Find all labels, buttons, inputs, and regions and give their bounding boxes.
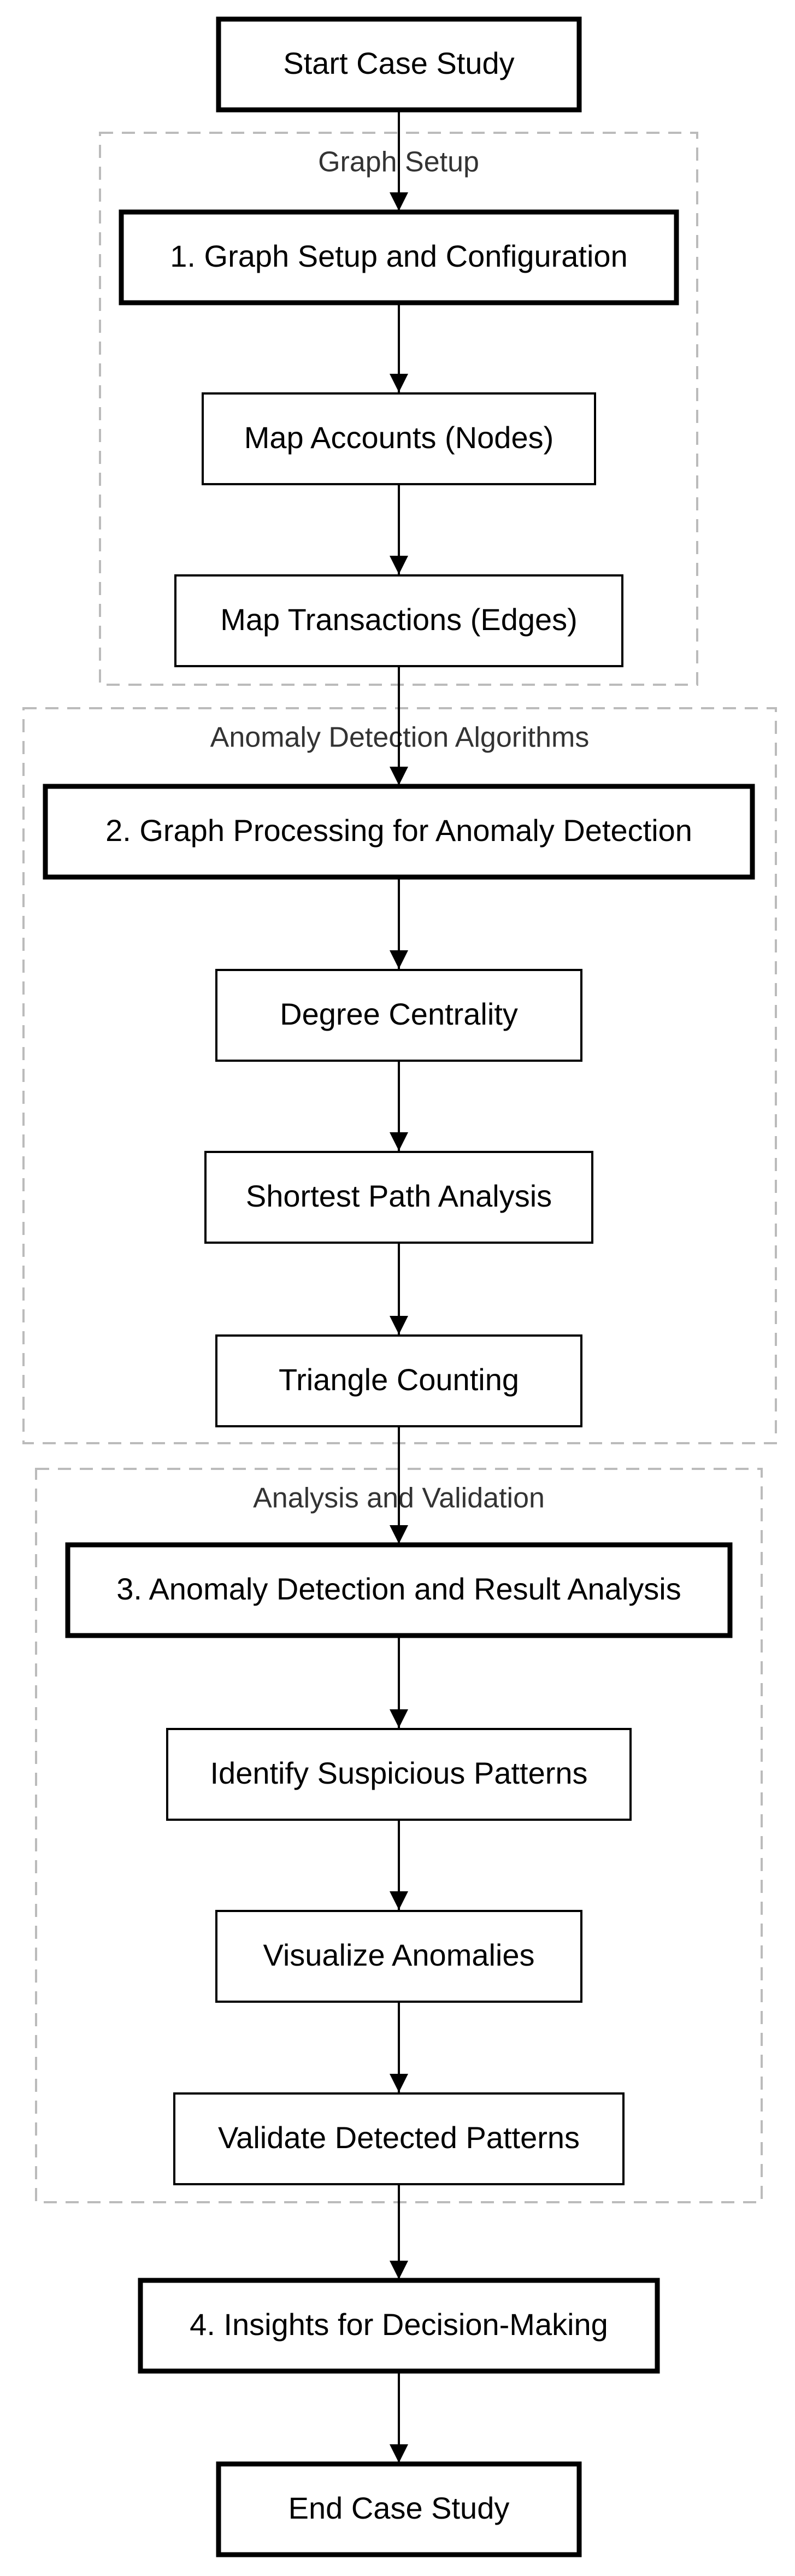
node-box bbox=[215, 969, 582, 1062]
node-label: Map Transactions (Edges) bbox=[220, 602, 578, 637]
node-triangle: Triangle Counting bbox=[215, 1334, 582, 1427]
node-degree: Degree Centrality bbox=[215, 969, 582, 1062]
node-identify: Identify Suspicious Patterns bbox=[166, 1728, 632, 1821]
node-box bbox=[215, 1910, 582, 2003]
node-box bbox=[43, 784, 755, 880]
node-label: Visualize Anomalies bbox=[263, 1938, 534, 1972]
node-label: Triangle Counting bbox=[279, 1362, 519, 1397]
node-map_accounts: Map Accounts (Nodes) bbox=[202, 392, 596, 485]
node-label: 3. Anomaly Detection and Result Analysis bbox=[116, 1572, 681, 1606]
node-label: 2. Graph Processing for Anomaly Detectio… bbox=[105, 813, 692, 848]
node-box bbox=[202, 392, 596, 485]
node-box bbox=[65, 1542, 733, 1638]
node-box bbox=[216, 16, 582, 113]
node-shortest: Shortest Path Analysis bbox=[204, 1151, 593, 1244]
node-label: Identify Suspicious Patterns bbox=[210, 1756, 587, 1790]
node-box bbox=[166, 1728, 632, 1821]
node-box bbox=[119, 209, 679, 305]
node-box bbox=[216, 2461, 582, 2557]
node-box bbox=[138, 2278, 660, 2374]
node-processing: 2. Graph Processing for Anomaly Detectio… bbox=[43, 784, 755, 880]
node-insights: 4. Insights for Decision-Making bbox=[138, 2278, 660, 2374]
node-label: Map Accounts (Nodes) bbox=[244, 420, 553, 455]
node-label: Shortest Path Analysis bbox=[246, 1179, 552, 1213]
node-label: End Case Study bbox=[288, 2491, 510, 2525]
node-box bbox=[174, 574, 623, 667]
node-map_transactions: Map Transactions (Edges) bbox=[174, 574, 623, 667]
node-setup_main: 1. Graph Setup and Configuration bbox=[119, 209, 679, 305]
node-label: Start Case Study bbox=[283, 46, 514, 80]
node-validate: Validate Detected Patterns bbox=[173, 2092, 625, 2185]
node-box bbox=[204, 1151, 593, 1244]
node-label: Degree Centrality bbox=[280, 997, 518, 1031]
node-end: End Case Study bbox=[216, 2461, 582, 2557]
node-visualize: Visualize Anomalies bbox=[215, 1910, 582, 2003]
node-box bbox=[215, 1334, 582, 1427]
node-label: Validate Detected Patterns bbox=[218, 2120, 580, 2155]
node-anomaly: 3. Anomaly Detection and Result Analysis bbox=[65, 1542, 733, 1638]
node-start: Start Case Study bbox=[216, 16, 582, 113]
node-label: 1. Graph Setup and Configuration bbox=[170, 239, 627, 273]
node-box bbox=[173, 2092, 625, 2185]
node-label: 4. Insights for Decision-Making bbox=[190, 2307, 608, 2342]
